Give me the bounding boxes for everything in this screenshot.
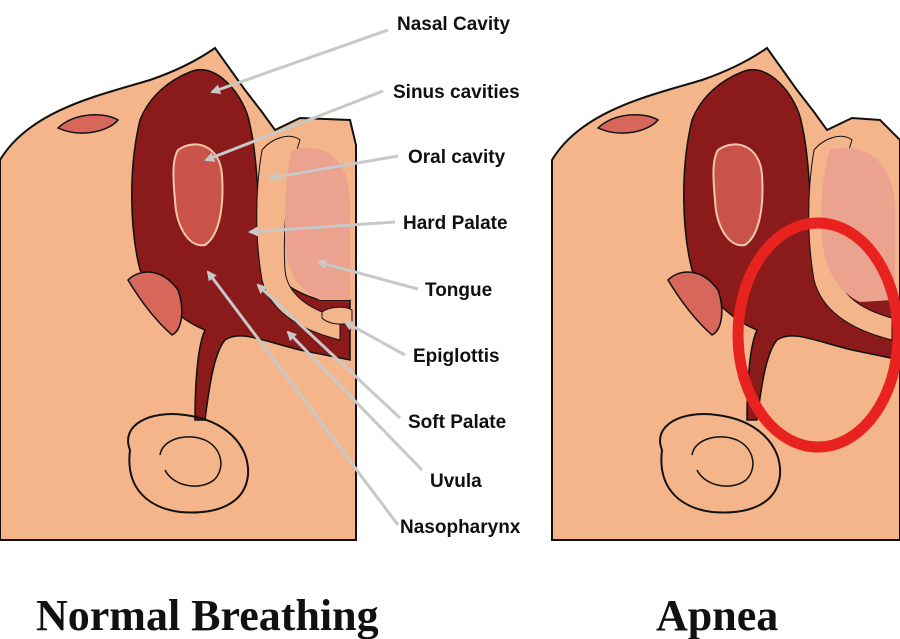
caption-normal-breathing: Normal Breathing [36,591,379,639]
arrow-nasal-cavity [212,30,388,92]
label-uvula: Uvula [430,471,482,492]
label-soft-palate: Soft Palate [408,412,506,433]
caption-apnea: Apnea [656,591,778,639]
label-sinus-cavities: Sinus cavities [393,82,520,103]
label-hard-palate: Hard Palate [403,213,508,234]
label-tongue: Tongue [425,280,492,301]
label-oral-cavity: Oral cavity [408,147,506,168]
label-nasal-cavity: Nasal Cavity [397,14,510,35]
label-nasopharynx: Nasopharynx [400,517,521,538]
label-epiglottis: Epiglottis [413,346,500,367]
epiglottis-left [322,307,352,324]
apnea-head [552,48,900,540]
